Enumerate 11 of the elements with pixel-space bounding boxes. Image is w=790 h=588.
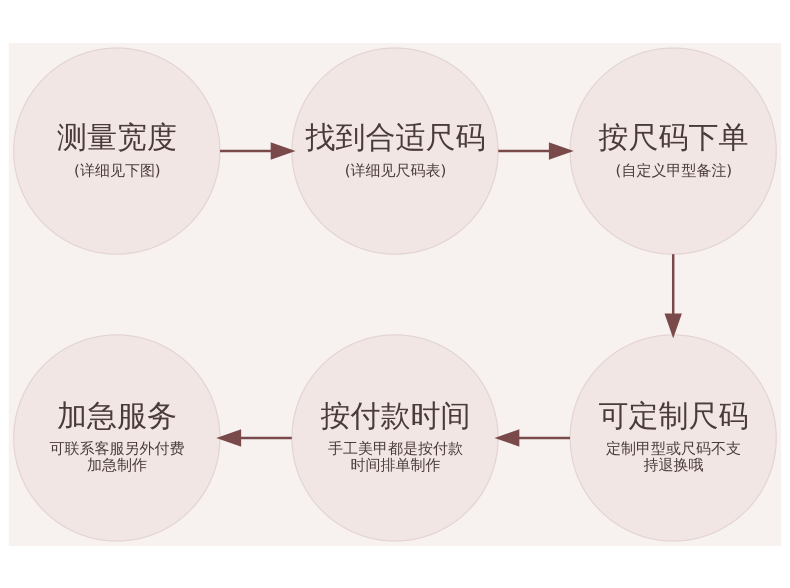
- arrow: [494, 428, 570, 446]
- arrow: [498, 142, 574, 160]
- node-circle: 按尺码下单 (自定义甲型备注): [570, 46, 777, 254]
- arrow: [216, 428, 292, 446]
- node-circle: 可定制尺码 定制甲型或尺码不支持退换哦: [570, 334, 777, 542]
- arrow: [664, 254, 682, 338]
- node-circle: 测量宽度 (详细见下图): [13, 46, 220, 254]
- node-circle: 加急服务 可联系客服另外付费加急制作: [13, 334, 220, 542]
- arrow: [220, 142, 296, 160]
- node-circle: 找到合适尺码 (详细见尺码表): [291, 46, 499, 254]
- node-circle: 按付款时间 手工美甲都是按付款时间排单制作: [291, 334, 499, 542]
